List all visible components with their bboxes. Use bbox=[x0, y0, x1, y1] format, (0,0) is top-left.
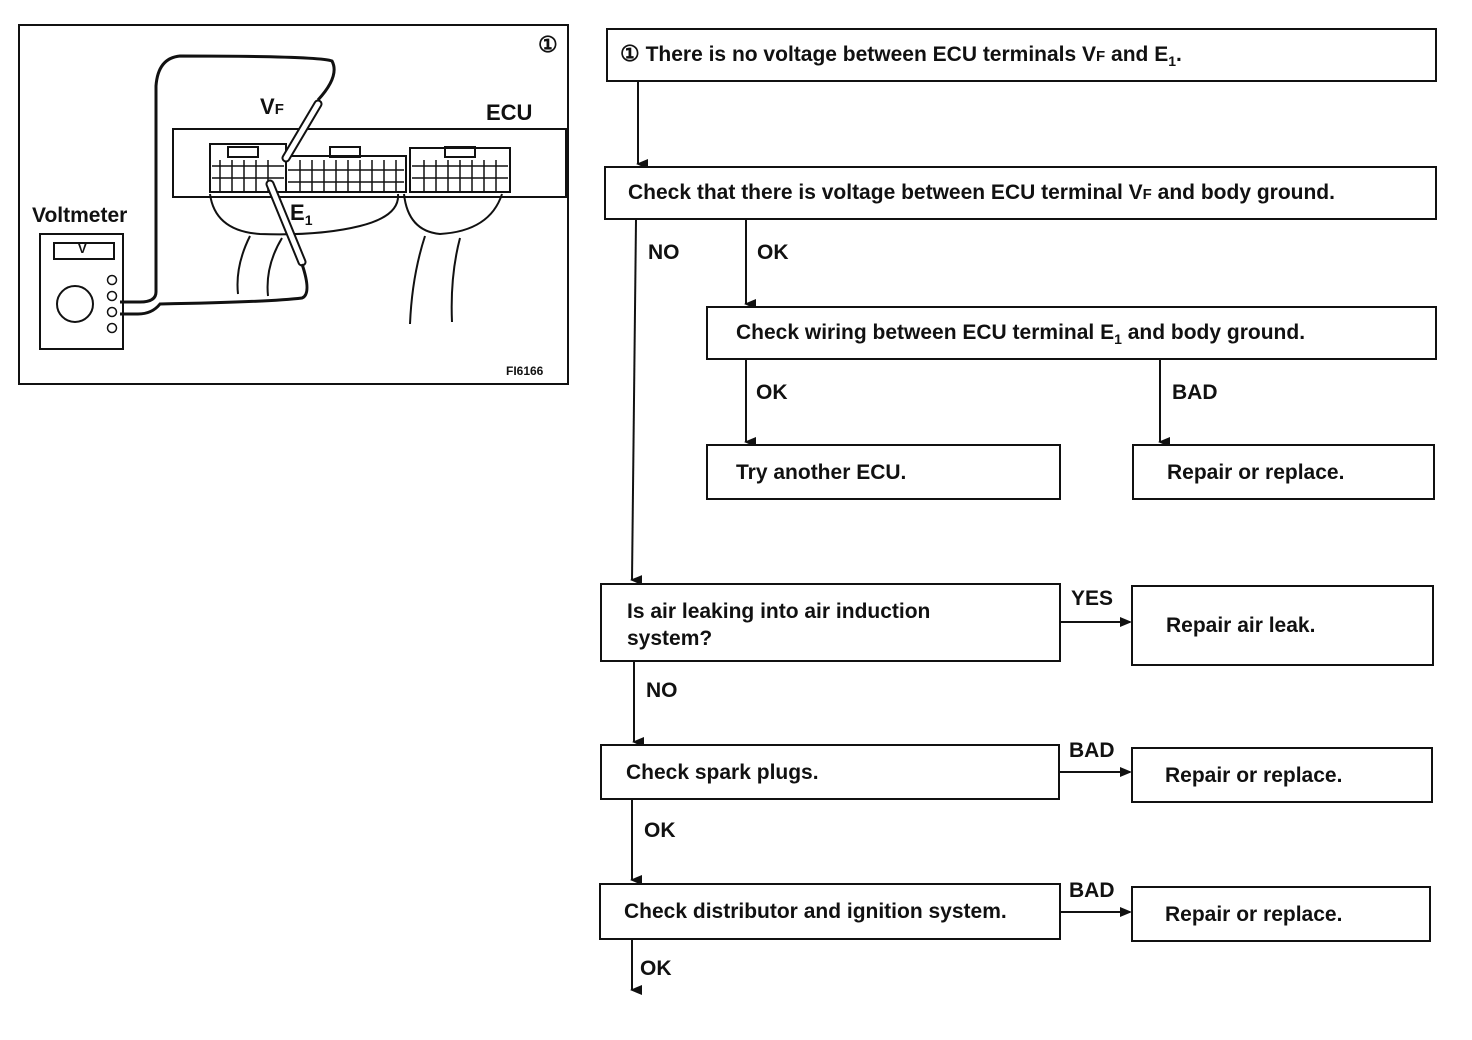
voltmeter-display bbox=[53, 242, 115, 260]
repair-or-replace-text-3: Repair or replace. bbox=[1165, 902, 1343, 926]
figure-marker: ① bbox=[538, 32, 558, 57]
voltmeter-body bbox=[39, 233, 124, 350]
repair-or-replace-box-1: Repair or replace. bbox=[1132, 444, 1435, 500]
arrow-step1-no bbox=[630, 219, 643, 586]
label-ok-1: OK bbox=[757, 241, 789, 264]
repair-or-replace-box-3: Repair or replace. bbox=[1131, 886, 1431, 942]
air-leak-question-line1: Is air leaking into air induction bbox=[627, 600, 931, 623]
label-yes-1: YES bbox=[1071, 587, 1114, 610]
wiring-drawing bbox=[39, 54, 567, 350]
check-spark-plugs-box: Check spark plugs. bbox=[600, 744, 1060, 800]
air-leak-question-box: Is air leaking into air induction system… bbox=[600, 583, 1061, 662]
check-e1-wiring-box: Check wiring between ECU terminal E1 and… bbox=[706, 306, 1437, 360]
repair-or-replace-text-2: Repair or replace. bbox=[1165, 763, 1343, 787]
e1-label: E1 bbox=[290, 200, 313, 228]
check-spark-plugs-text: Check spark plugs. bbox=[626, 760, 819, 784]
label-no-2: NO bbox=[646, 679, 678, 702]
label-ok-4: OK bbox=[640, 957, 672, 980]
label-ok-3: OK bbox=[644, 819, 676, 842]
vf-label: VF bbox=[260, 94, 284, 119]
check-distributor-box: Check distributor and ignition system. bbox=[599, 883, 1061, 940]
check-distributor-text: Check distributor and ignition system. bbox=[624, 900, 1007, 923]
repair-air-leak-text: Repair air leak. bbox=[1166, 614, 1316, 637]
meter-v-label: V bbox=[78, 241, 87, 256]
check-vf-ground-box: Check that there is voltage between ECU … bbox=[604, 166, 1437, 220]
label-bad-3: BAD bbox=[1069, 879, 1115, 902]
ecu-housing bbox=[172, 128, 567, 198]
repair-air-leak-box: Repair air leak. bbox=[1131, 585, 1434, 666]
ecu-label: ECU bbox=[486, 100, 533, 125]
label-ok-2: OK bbox=[756, 381, 788, 404]
try-another-ecu-box: Try another ECU. bbox=[706, 444, 1061, 500]
start-text: There is no voltage between ECU terminal… bbox=[645, 43, 1182, 69]
check-vf-ground-text: Check that there is voltage between ECU … bbox=[628, 180, 1335, 204]
figure-code: FI6166 bbox=[506, 364, 544, 378]
air-leak-question-line2: system? bbox=[627, 627, 713, 650]
voltmeter-label: Voltmeter bbox=[32, 204, 128, 227]
start-box: ① There is no voltage between ECU termin… bbox=[606, 28, 1437, 82]
label-no-1: NO bbox=[648, 241, 680, 264]
repair-or-replace-text-1: Repair or replace. bbox=[1167, 460, 1345, 484]
try-another-ecu-text: Try another ECU. bbox=[736, 460, 907, 484]
repair-or-replace-box-2: Repair or replace. bbox=[1131, 747, 1433, 803]
voltmeter-dial bbox=[56, 285, 94, 323]
ecu-voltmeter-illustration: ① VF ECU E1 Voltmeter V FI6166 bbox=[18, 24, 569, 385]
label-bad-2: BAD bbox=[1069, 739, 1115, 762]
check-e1-wiring-text: Check wiring between ECU terminal E1 and… bbox=[736, 320, 1306, 347]
start-marker: ① bbox=[620, 41, 640, 66]
label-bad-1: BAD bbox=[1172, 381, 1218, 404]
